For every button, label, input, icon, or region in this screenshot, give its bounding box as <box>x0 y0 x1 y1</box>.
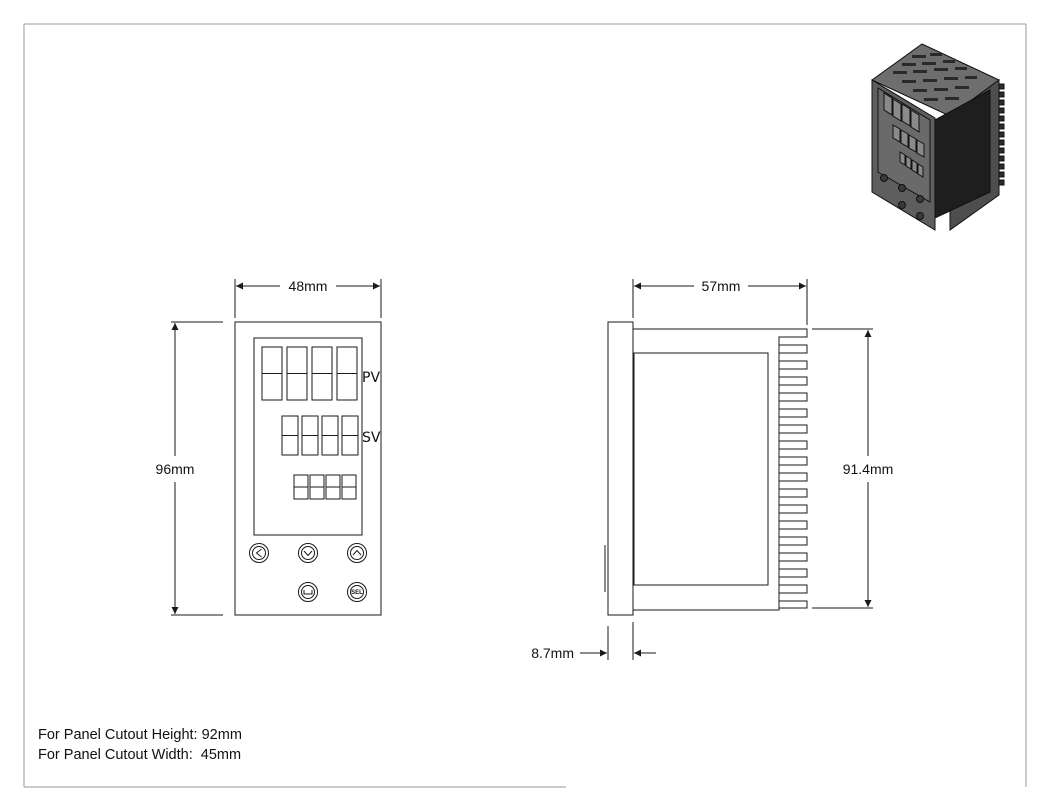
side-depth-dimension <box>632 279 808 325</box>
enter-button[interactable] <box>298 582 318 602</box>
side-height-label: 91.4mm <box>843 461 894 477</box>
up-button[interactable] <box>347 543 367 563</box>
front-view <box>234 321 382 616</box>
front-panel <box>234 321 382 616</box>
sel-button[interactable] <box>347 582 367 602</box>
pv-display <box>261 346 358 401</box>
pv-label: PV <box>362 370 380 386</box>
cutout-height-note: For Panel Cutout Height: 92mm <box>38 727 242 743</box>
chevron-left-icon <box>255 548 262 558</box>
front-height-label: 96mm <box>156 461 195 477</box>
left-button[interactable] <box>249 543 269 563</box>
side-window <box>633 352 769 586</box>
aux-display <box>293 474 357 500</box>
front-width-label: 48mm <box>289 278 328 294</box>
sel-button-label: SEL <box>351 590 363 596</box>
isometric-view <box>871 43 1005 231</box>
enter-icon <box>303 590 313 595</box>
front-height-dimension <box>171 321 223 616</box>
side-depth-label: 57mm <box>702 278 741 294</box>
down-button[interactable] <box>298 543 318 563</box>
terminal-fins <box>779 344 808 609</box>
side-view <box>604 321 808 616</box>
housing-outline <box>633 328 808 611</box>
bezel-flange <box>607 321 634 616</box>
display-window <box>253 337 363 536</box>
cutout-width-note: For Panel Cutout Width: 45mm <box>38 747 242 763</box>
sv-display <box>281 415 359 456</box>
sv-label: SV <box>362 430 381 446</box>
drawing-frame <box>23 23 1027 788</box>
front-width-dimension <box>234 279 382 318</box>
chevron-up-icon <box>352 549 362 556</box>
chevron-down-icon <box>303 550 313 557</box>
side-height-dimension <box>812 328 873 609</box>
bezel-label: 8.7mm <box>531 645 574 661</box>
bezel-dimension <box>580 622 656 660</box>
